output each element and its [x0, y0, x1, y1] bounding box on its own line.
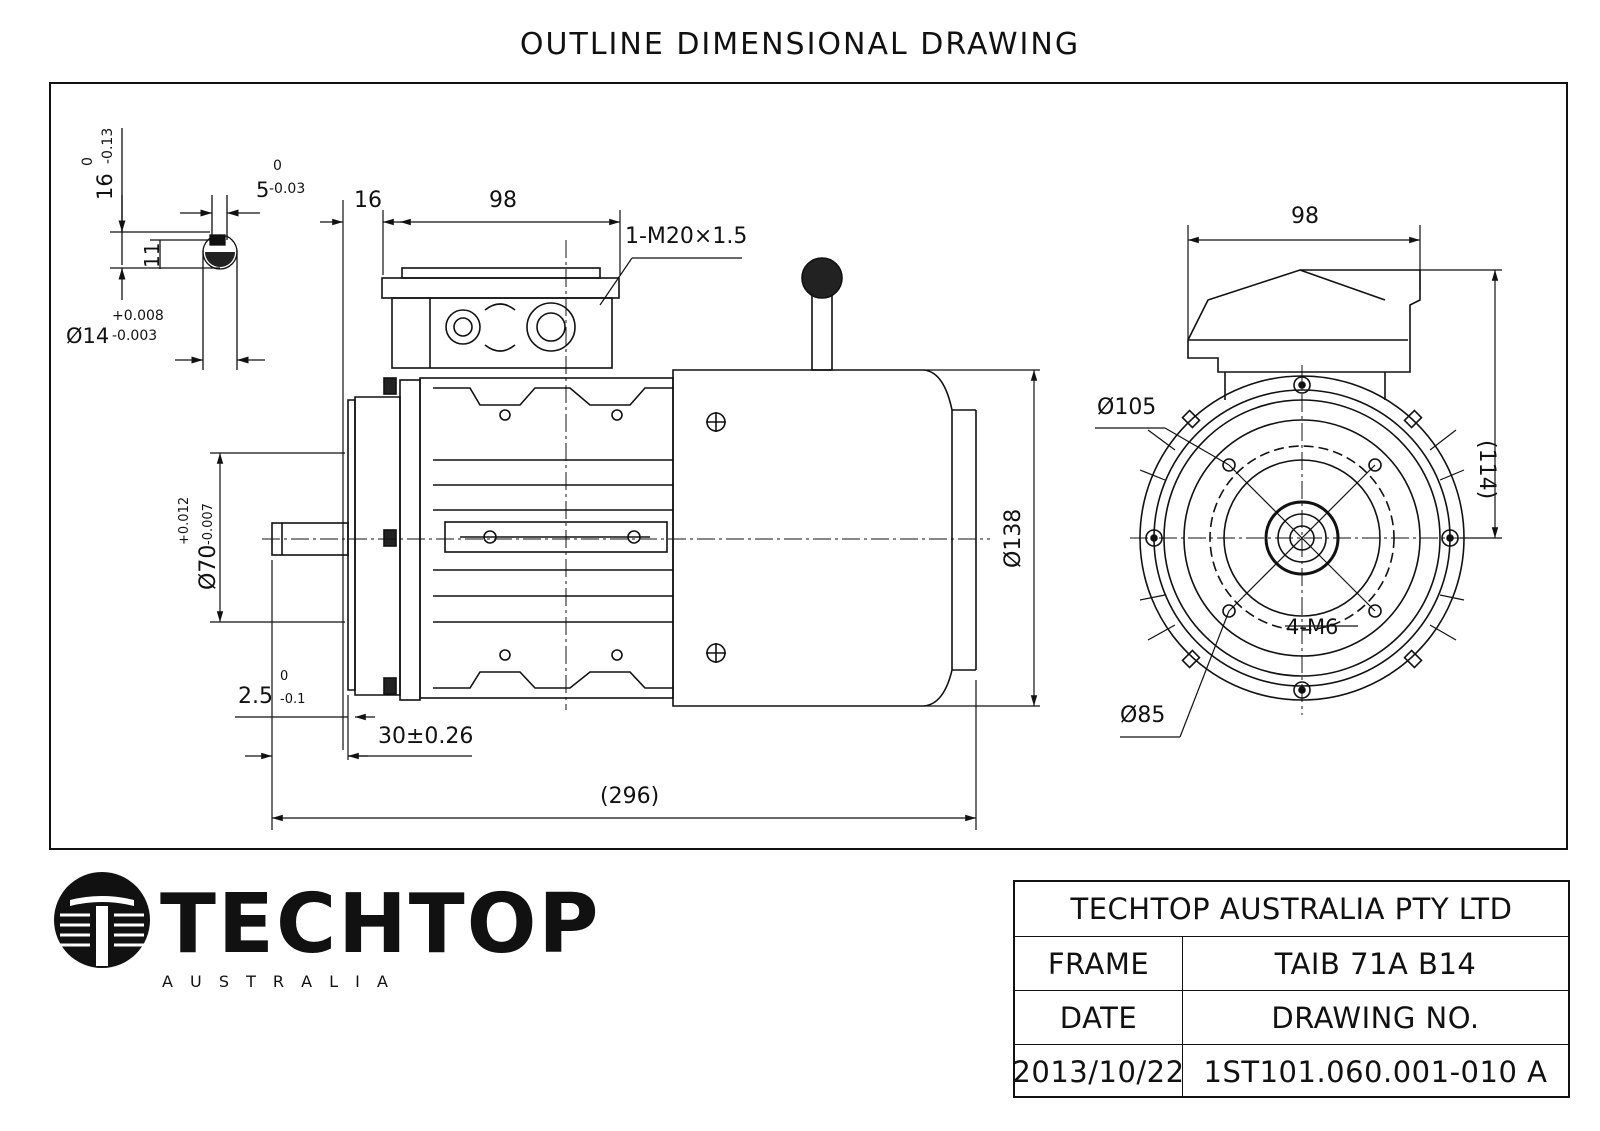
logo-brand-text: TECHTOP	[160, 877, 601, 972]
frame-label: FRAME	[1015, 937, 1183, 990]
dim-16-label: 16	[354, 188, 382, 213]
shaft-dia-tol-upper: +0.008	[112, 308, 164, 324]
spigot-depth-tol-upper: 0	[280, 669, 288, 684]
side-dimensions	[210, 200, 1040, 830]
spigot-depth-label: 2.5	[238, 684, 273, 709]
end-dimensions	[1095, 225, 1502, 738]
drawing-title: OUTLINE DIMENSIONAL DRAWING	[520, 27, 1080, 62]
holes-label: 4-M6	[1286, 615, 1338, 639]
shaft-length-label: 30±0.26	[378, 724, 473, 749]
title-block-company-row: TECHTOP AUSTRALIA PTY LTD	[1015, 882, 1568, 937]
body-dia-label: Ø138	[1001, 509, 1026, 568]
keyway-height-label: 16	[93, 173, 117, 200]
key-width-tol-lower: -0.03	[269, 181, 305, 197]
frame-value: TAIB 71A B14	[1274, 946, 1477, 981]
title-block-frame-row: FRAME TAIB 71A B14	[1015, 937, 1568, 991]
key-depth-label: 11	[140, 243, 164, 268]
company-name: TECHTOP AUSTRALIA PTY LTD	[1070, 892, 1513, 926]
drawing-no-label: DRAWING NO.	[1271, 1000, 1480, 1035]
date-label: DATE	[1015, 991, 1183, 1044]
key-detail	[110, 128, 265, 370]
drawing-frame	[49, 82, 1568, 850]
key-width-tol-upper: 0	[273, 158, 282, 174]
spigot-depth-tol-lower: -0.1	[280, 692, 305, 707]
dim-98-top-label: 98	[489, 188, 517, 213]
overall-length-label: (296)	[600, 784, 659, 809]
pcd-105-label: Ø105	[1097, 395, 1156, 420]
motor-side-view	[271, 257, 977, 707]
shaft-dia-tol-lower: -0.003	[112, 328, 157, 344]
title-block: TECHTOP AUSTRALIA PTY LTD FRAME TAIB 71A…	[1012, 880, 1570, 1098]
key-width-label: 5	[256, 178, 269, 202]
spigot-dia-label: Ø70	[196, 545, 221, 590]
logo-sub-text: A U S T R A L I A	[162, 972, 394, 990]
end-width-label: 98	[1291, 204, 1319, 229]
shaft-dia-label: Ø14	[66, 324, 109, 348]
title-block-labels-row: DATE DRAWING NO.	[1015, 991, 1568, 1045]
keyway-height-tol-upper: 0	[80, 157, 96, 166]
logo-emblem-icon	[54, 872, 150, 968]
pcd-85-label: Ø85	[1120, 703, 1165, 728]
end-height-label: (114)	[1474, 440, 1499, 499]
date-value: 2013/10/22	[1012, 1045, 1184, 1098]
spigot-dia-tol-lower: -0.007	[201, 503, 216, 545]
techtop-logo: TECHTOP A U S T R A L I A	[54, 872, 601, 990]
spigot-dia-tol-upper: +0.012	[177, 497, 192, 545]
cable-entry-label: 1-M20×1.5	[625, 224, 747, 249]
keyway-height-tol-lower: -0.13	[100, 128, 116, 164]
title-block-values-row: 2013/10/22 1ST101.060.001-010 A	[1012, 1045, 1568, 1098]
drawing-no-value: 1ST101.060.001-010 A	[1203, 1054, 1548, 1089]
